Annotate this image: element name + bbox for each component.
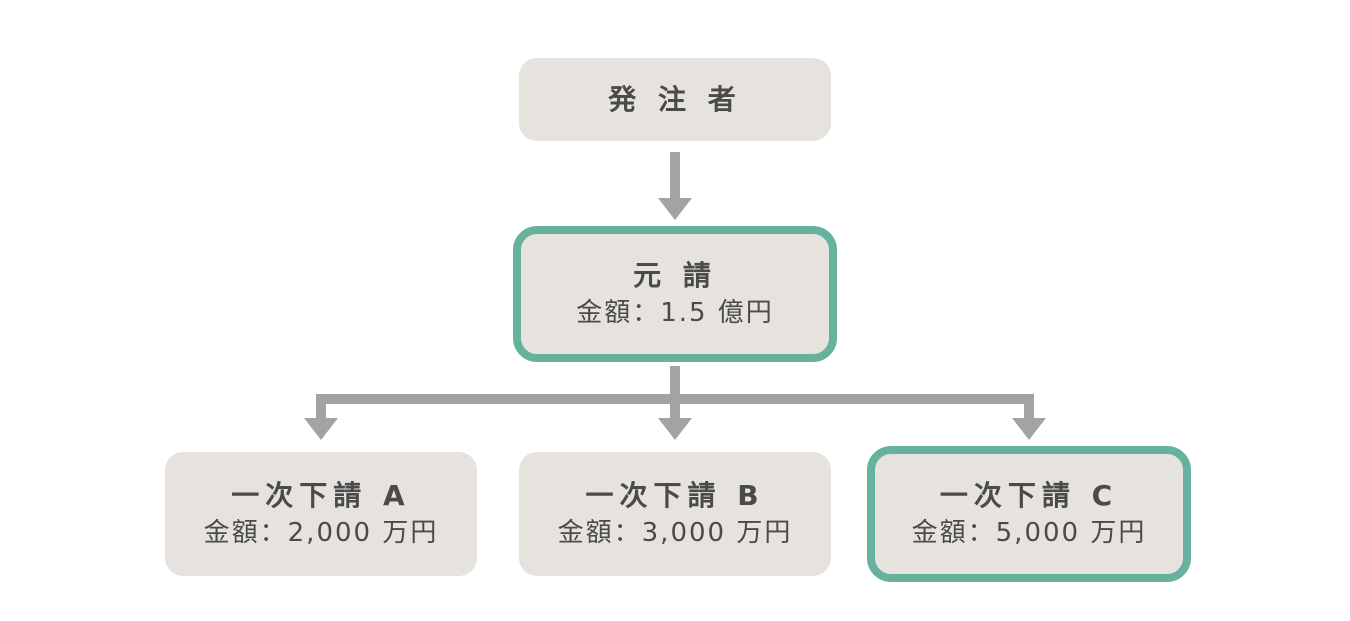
sub-c-amount: 金額：5,000 万円 xyxy=(911,518,1147,548)
client-title: 発 注 者 xyxy=(608,82,742,116)
arrow-to-sub-b-head xyxy=(658,418,692,440)
sub-a-title: 一次下請 A xyxy=(231,479,411,512)
arrow-to-sub-a-shaft xyxy=(316,394,326,420)
arrow-to-sub-c-shaft xyxy=(1024,394,1034,420)
arrow-client-to-prime-head xyxy=(658,198,692,220)
sub-a-amount: 金額：2,000 万円 xyxy=(203,518,439,548)
prime-amount: 金額：1.5 億円 xyxy=(576,298,774,328)
sub-c-title: 一次下請 C xyxy=(939,479,1119,512)
arrow-to-sub-c-head xyxy=(1012,418,1046,440)
subcontractor-a-node: 一次下請 A 金額：2,000 万円 xyxy=(165,452,477,576)
subcontractor-c-node: 一次下請 C 金額：5,000 万円 xyxy=(867,446,1191,582)
client-node: 発 注 者 xyxy=(519,58,831,141)
sub-b-title: 一次下請 B xyxy=(585,479,765,512)
arrow-prime-stem xyxy=(670,366,680,406)
arrow-to-sub-b-shaft xyxy=(670,394,680,420)
arrow-client-to-prime-shaft xyxy=(670,152,680,200)
arrow-to-sub-a-head xyxy=(304,418,338,440)
prime-contractor-node: 元 請 金額：1.5 億円 xyxy=(513,226,837,362)
prime-title: 元 請 xyxy=(633,259,717,292)
subcontractor-b-node: 一次下請 B 金額：3,000 万円 xyxy=(519,452,831,576)
sub-b-amount: 金額：3,000 万円 xyxy=(557,518,793,548)
